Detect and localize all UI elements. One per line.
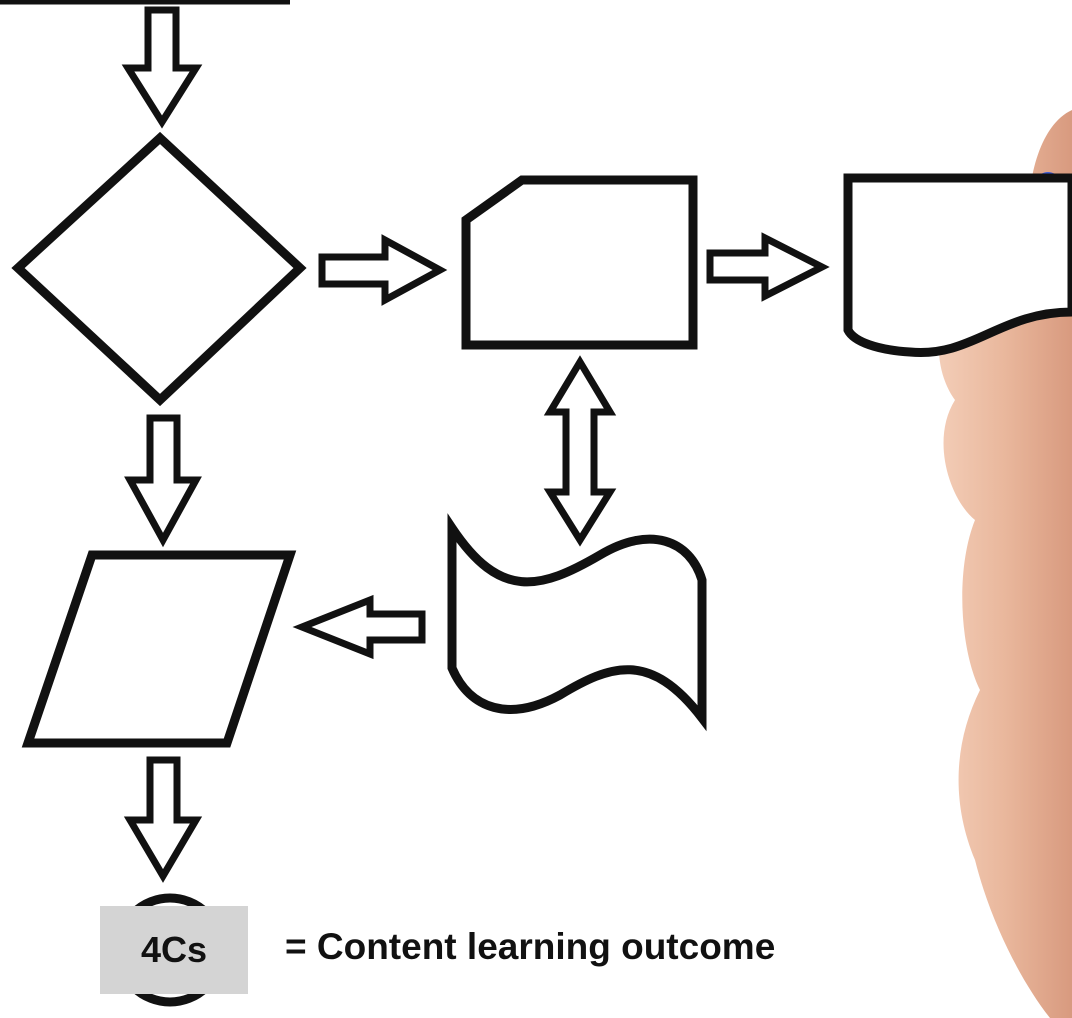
arrow-right-to-document <box>706 232 830 302</box>
arrow-right-to-manual-box <box>318 234 448 306</box>
input-output-parallelogram <box>21 550 297 748</box>
document-shape <box>843 173 1072 358</box>
four-cs-badge-text: 4Cs <box>140 929 208 970</box>
arrow-down-into-diamond <box>121 6 203 129</box>
four-cs-badge: 4Cs <box>100 906 248 994</box>
legend-caption: = Content learning outcome <box>285 926 776 967</box>
decision-diamond <box>11 131 307 407</box>
tape-shape <box>447 513 707 732</box>
arrow-down-to-parallelogram <box>124 414 202 548</box>
arrow-left-to-parallelogram <box>292 594 426 660</box>
arrow-down-to-terminator <box>123 756 203 883</box>
manual-input-box <box>461 175 698 350</box>
double-arrow-vertical <box>543 355 617 547</box>
